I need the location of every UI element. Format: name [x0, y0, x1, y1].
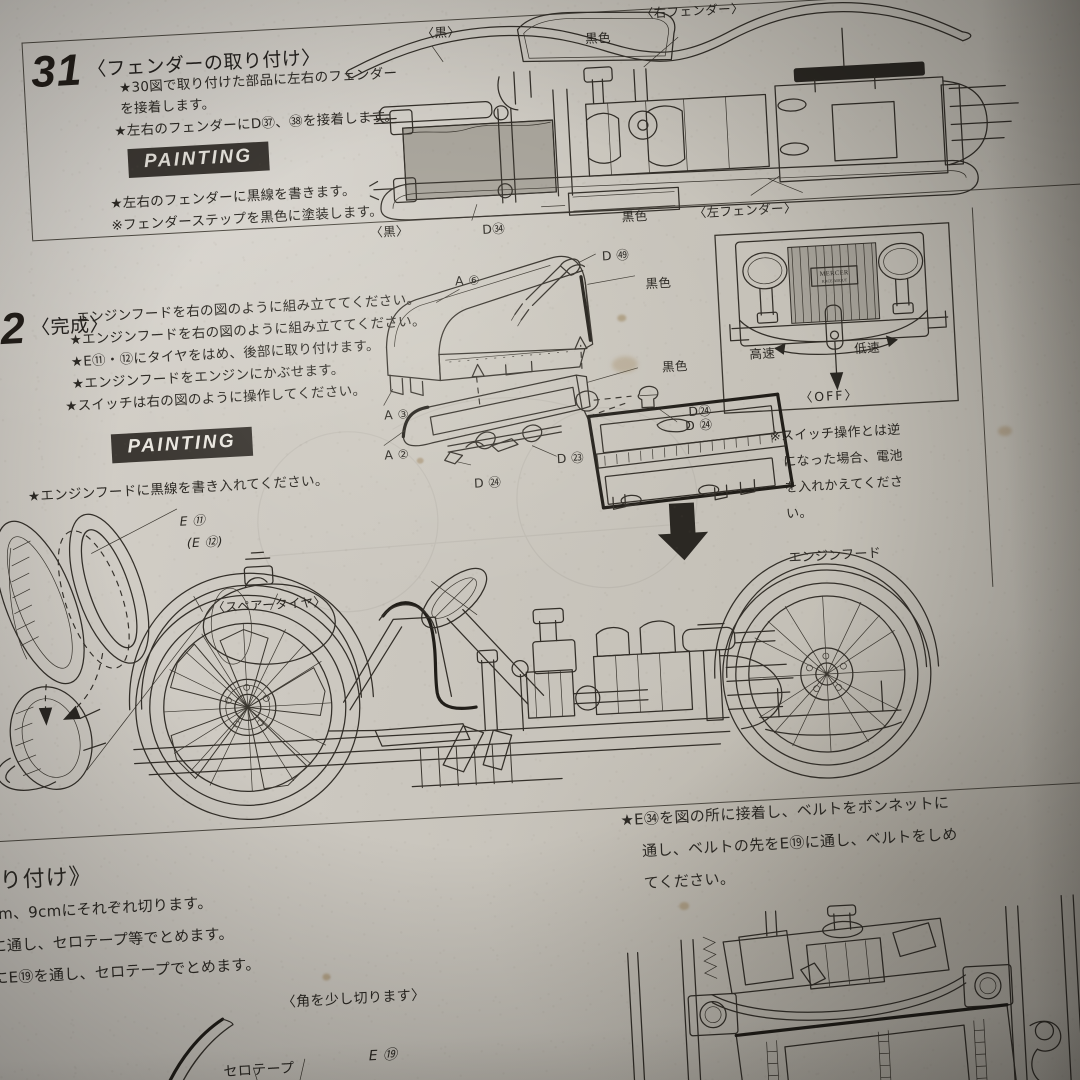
label-low-speed: 低速 — [853, 339, 881, 357]
step-31-label-black-lower-right: 黒色 — [621, 208, 648, 225]
paper-stain-5 — [997, 425, 1013, 437]
completed-chassis-diagram — [77, 469, 973, 840]
step-32-number: 32 — [0, 303, 28, 356]
bottom-right-line-3: てください。 — [643, 869, 736, 893]
bottom-section-title: 取り付け》 — [0, 864, 93, 896]
bottom-right-line-2: 通し、ベルトの先をE⑲に通し、ベルトをしめ — [641, 825, 958, 861]
paper-stain-4 — [322, 973, 331, 981]
svg-text:RACE ABOUT: RACE ABOUT — [822, 277, 848, 283]
label-part-d49: D ㊾ — [601, 247, 630, 264]
belt-tape-diagram — [144, 1000, 389, 1080]
step-31-label-left-fender: 〈左フェンダー〉 — [693, 199, 798, 221]
bottom-line-1: .5cm、9cmにそれぞれ切ります。 — [0, 893, 213, 925]
svg-text:MERCER: MERCER — [819, 269, 849, 278]
label-high-speed: 高速 — [749, 345, 776, 362]
engine-hood-panel-diagram — [582, 386, 819, 561]
step-31-number: 31 — [29, 45, 84, 98]
step-31-label-black-right: 黒色 — [584, 29, 612, 47]
step-31-fender-diagram — [341, 0, 1080, 230]
switch-operation-panel: MERCER RACE ABOUT — [709, 216, 969, 423]
step-31-label-black-lower: 〈黒〉 — [369, 222, 410, 241]
bottom-line-3: トにE⑲を通し、セロテープでとめます。 — [0, 955, 261, 989]
step-31-label-d34: D㉞ — [481, 220, 506, 237]
step-31-label-black-upper: 〈黒〉 — [421, 23, 461, 41]
show-through-ghost — [220, 350, 754, 642]
step-31-painting-banner: PAINTING — [127, 141, 270, 179]
engine-hood-exploded-diagram — [374, 243, 705, 474]
label-part-a6: A ⑥ — [454, 272, 481, 289]
label-black-hood-upper: 黒色 — [645, 274, 672, 292]
bottom-right-mechanism-diagram — [609, 886, 1080, 1080]
bottom-line-2: ㉞に通し、セロテープ等でとめます。 — [0, 924, 235, 957]
